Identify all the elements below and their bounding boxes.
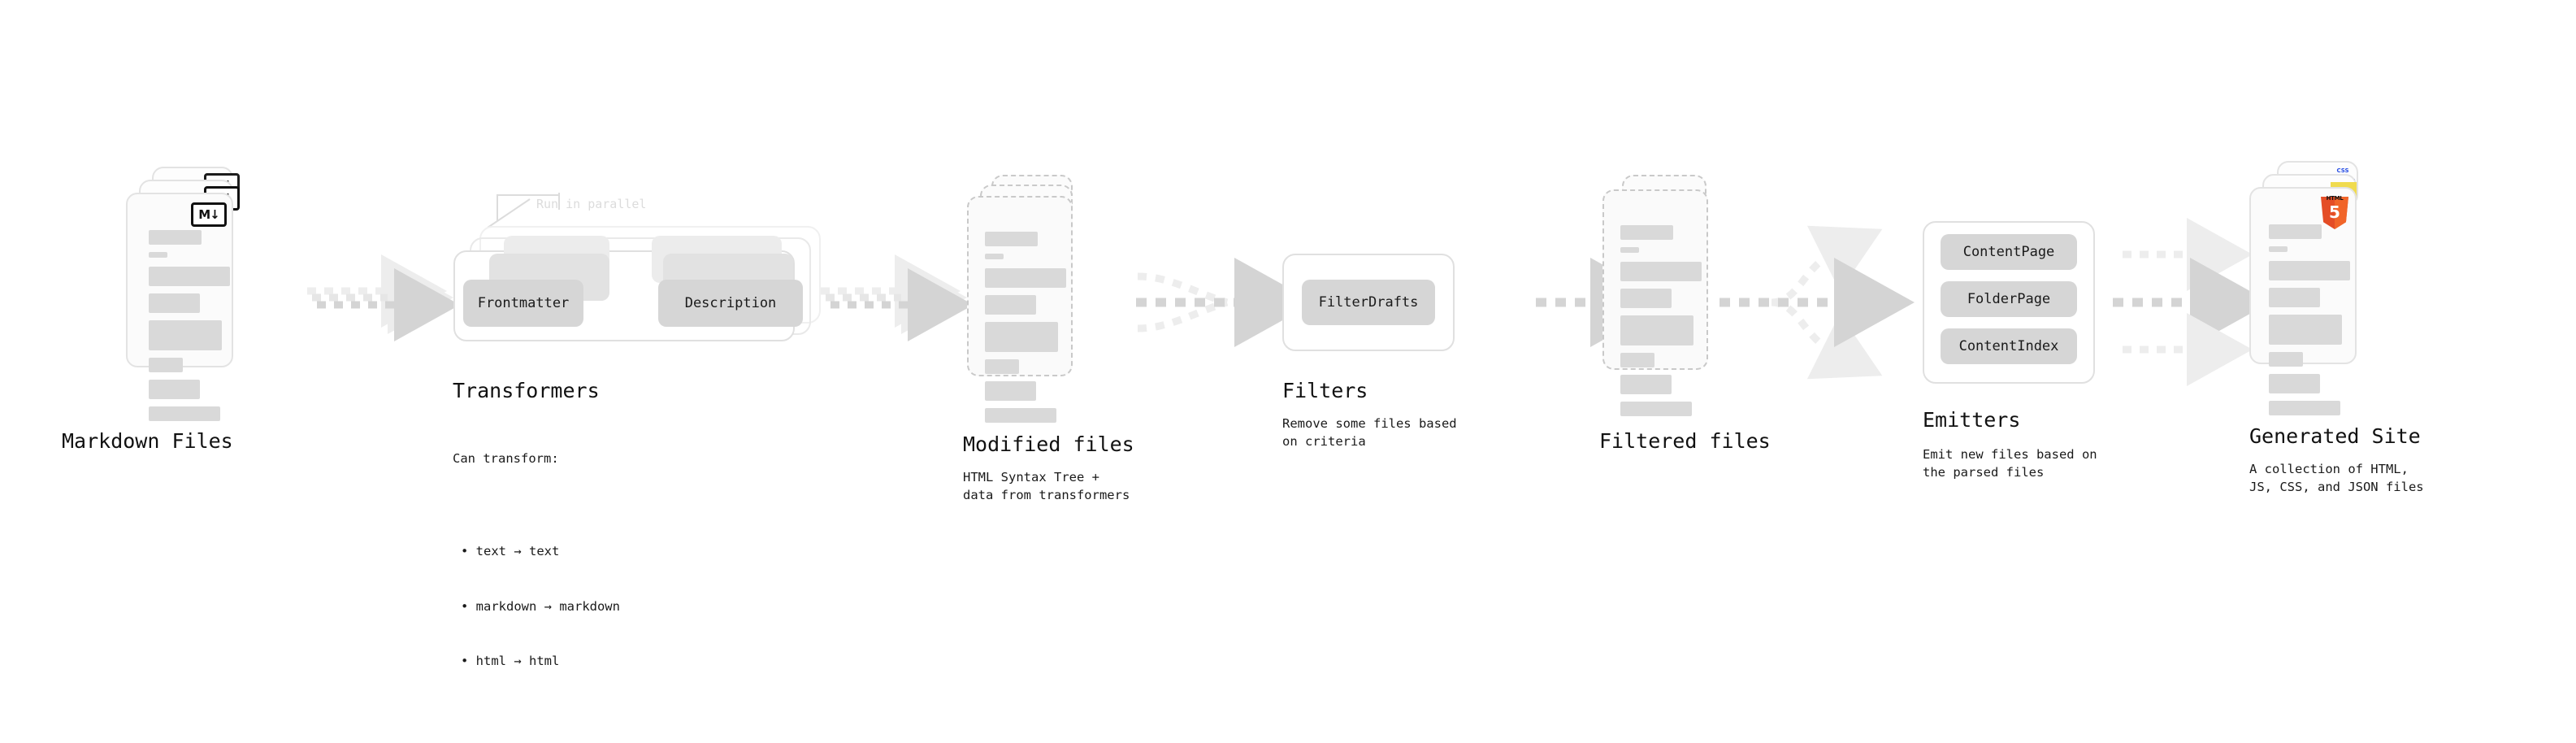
stage-title-filters: Filters: [1282, 379, 1368, 402]
content-bar: [1620, 289, 1672, 308]
content-bar: [149, 358, 183, 372]
content-bar: [2269, 224, 2322, 239]
stage-title-transformers: Transformers: [453, 379, 600, 402]
transformers-subtitle-head: Can transform:: [453, 450, 559, 466]
markdown-card-front: M↓: [126, 193, 233, 421]
content-bar: [1620, 315, 1693, 345]
content-bar: [149, 406, 220, 421]
filter-pill-filterdrafts[interactable]: FilterDrafts: [1302, 280, 1435, 325]
generated-site-subtitle: A collection of HTML, JS, CSS, and JSON …: [2249, 462, 2424, 495]
content-bar: [2269, 288, 2320, 307]
content-bar: [149, 230, 202, 245]
content-bar: [985, 295, 1036, 315]
content-bar: [985, 268, 1066, 288]
arrow-filtered-to-emitters: [1720, 225, 1915, 380]
arrow-transformers-to-modified: [821, 254, 974, 341]
content-bar: [985, 322, 1058, 352]
stage-title-generated-site: Generated Site: [2249, 424, 2421, 448]
content-bar: [1620, 375, 1672, 394]
content-bar: [985, 359, 1019, 374]
list-item: markdown → markdown: [461, 597, 620, 615]
content-bar: [2269, 401, 2340, 415]
html5-caption: HTML: [2326, 195, 2344, 202]
content-bar: [149, 267, 230, 286]
emitter-pill-contentindex[interactable]: ContentIndex: [1941, 328, 2077, 364]
content-bar: [985, 381, 1036, 401]
modified-content-lines: [985, 232, 1066, 430]
emitter-pill-folderpage[interactable]: FolderPage: [1941, 281, 2077, 317]
transformers-subtitle: Can transform: text → text markdown → ma…: [453, 413, 620, 743]
stage-title-modified-files: Modified files: [963, 432, 1134, 456]
list-item: html → html: [461, 652, 620, 670]
site-content-lines: [2269, 224, 2350, 423]
content-bar: [149, 380, 200, 399]
markdown-icon: M↓: [191, 202, 227, 227]
content-bar: [149, 293, 200, 313]
transformer-pill-description[interactable]: Description: [658, 280, 803, 327]
content-bar: [2269, 315, 2342, 345]
content-bar: [1620, 225, 1673, 240]
filtered-card-front: [1602, 189, 1708, 416]
list-item: text → text: [461, 542, 620, 560]
modified-card-front: [967, 196, 1073, 423]
html5-icon: HTML 5: [2321, 195, 2348, 229]
content-bar: [1620, 402, 1692, 416]
run-in-parallel-label: Run in parallel: [536, 197, 647, 211]
stage-title-markdown-files: Markdown Files: [62, 429, 233, 453]
transformers-bullet-list: text → text markdown → markdown html → h…: [453, 506, 620, 706]
site-card-front: HTML 5: [2249, 187, 2357, 415]
content-bar: [1620, 353, 1654, 367]
content-bar: [1620, 247, 1639, 253]
content-bar: [2269, 261, 2350, 280]
content-bar: [1620, 262, 1702, 281]
content-bar: [985, 408, 1056, 423]
content-bar: [149, 320, 222, 350]
content-bar: [2269, 374, 2320, 393]
modified-files-subtitle: HTML Syntax Tree + data from transformer…: [963, 470, 1130, 503]
stage-title-emitters: Emitters: [1923, 408, 2021, 432]
html5-shield-inner: [2335, 197, 2348, 229]
content-bar: [2269, 246, 2288, 252]
markdown-glyph: M↓: [191, 202, 227, 227]
stage-title-filtered-files: Filtered files: [1599, 429, 1771, 453]
content-bar: [2269, 352, 2303, 367]
arrow-emitters-to-site: [2113, 218, 2270, 386]
transformer-pill-frontmatter[interactable]: Frontmatter: [463, 280, 583, 327]
arrow-modified-to-filters: [1136, 258, 1315, 347]
content-bar: [985, 254, 1004, 259]
content-bar: [985, 232, 1038, 246]
arrow-markdown-to-transformers: [307, 254, 460, 341]
pipeline-diagram: M↓ M↓ M↓ Markdown Files Run in parallel: [0, 0, 2576, 681]
filters-subtitle: Remove some files based on criteria: [1282, 416, 1457, 450]
emitter-pill-contentpage[interactable]: ContentPage: [1941, 234, 2077, 270]
content-bar: [149, 252, 167, 258]
filtered-content-lines: [1620, 225, 1702, 424]
html5-number: 5: [2329, 202, 2340, 222]
emitters-subtitle: Emit new files based on the parsed files: [1923, 447, 2097, 480]
markdown-content-lines: [149, 230, 230, 428]
